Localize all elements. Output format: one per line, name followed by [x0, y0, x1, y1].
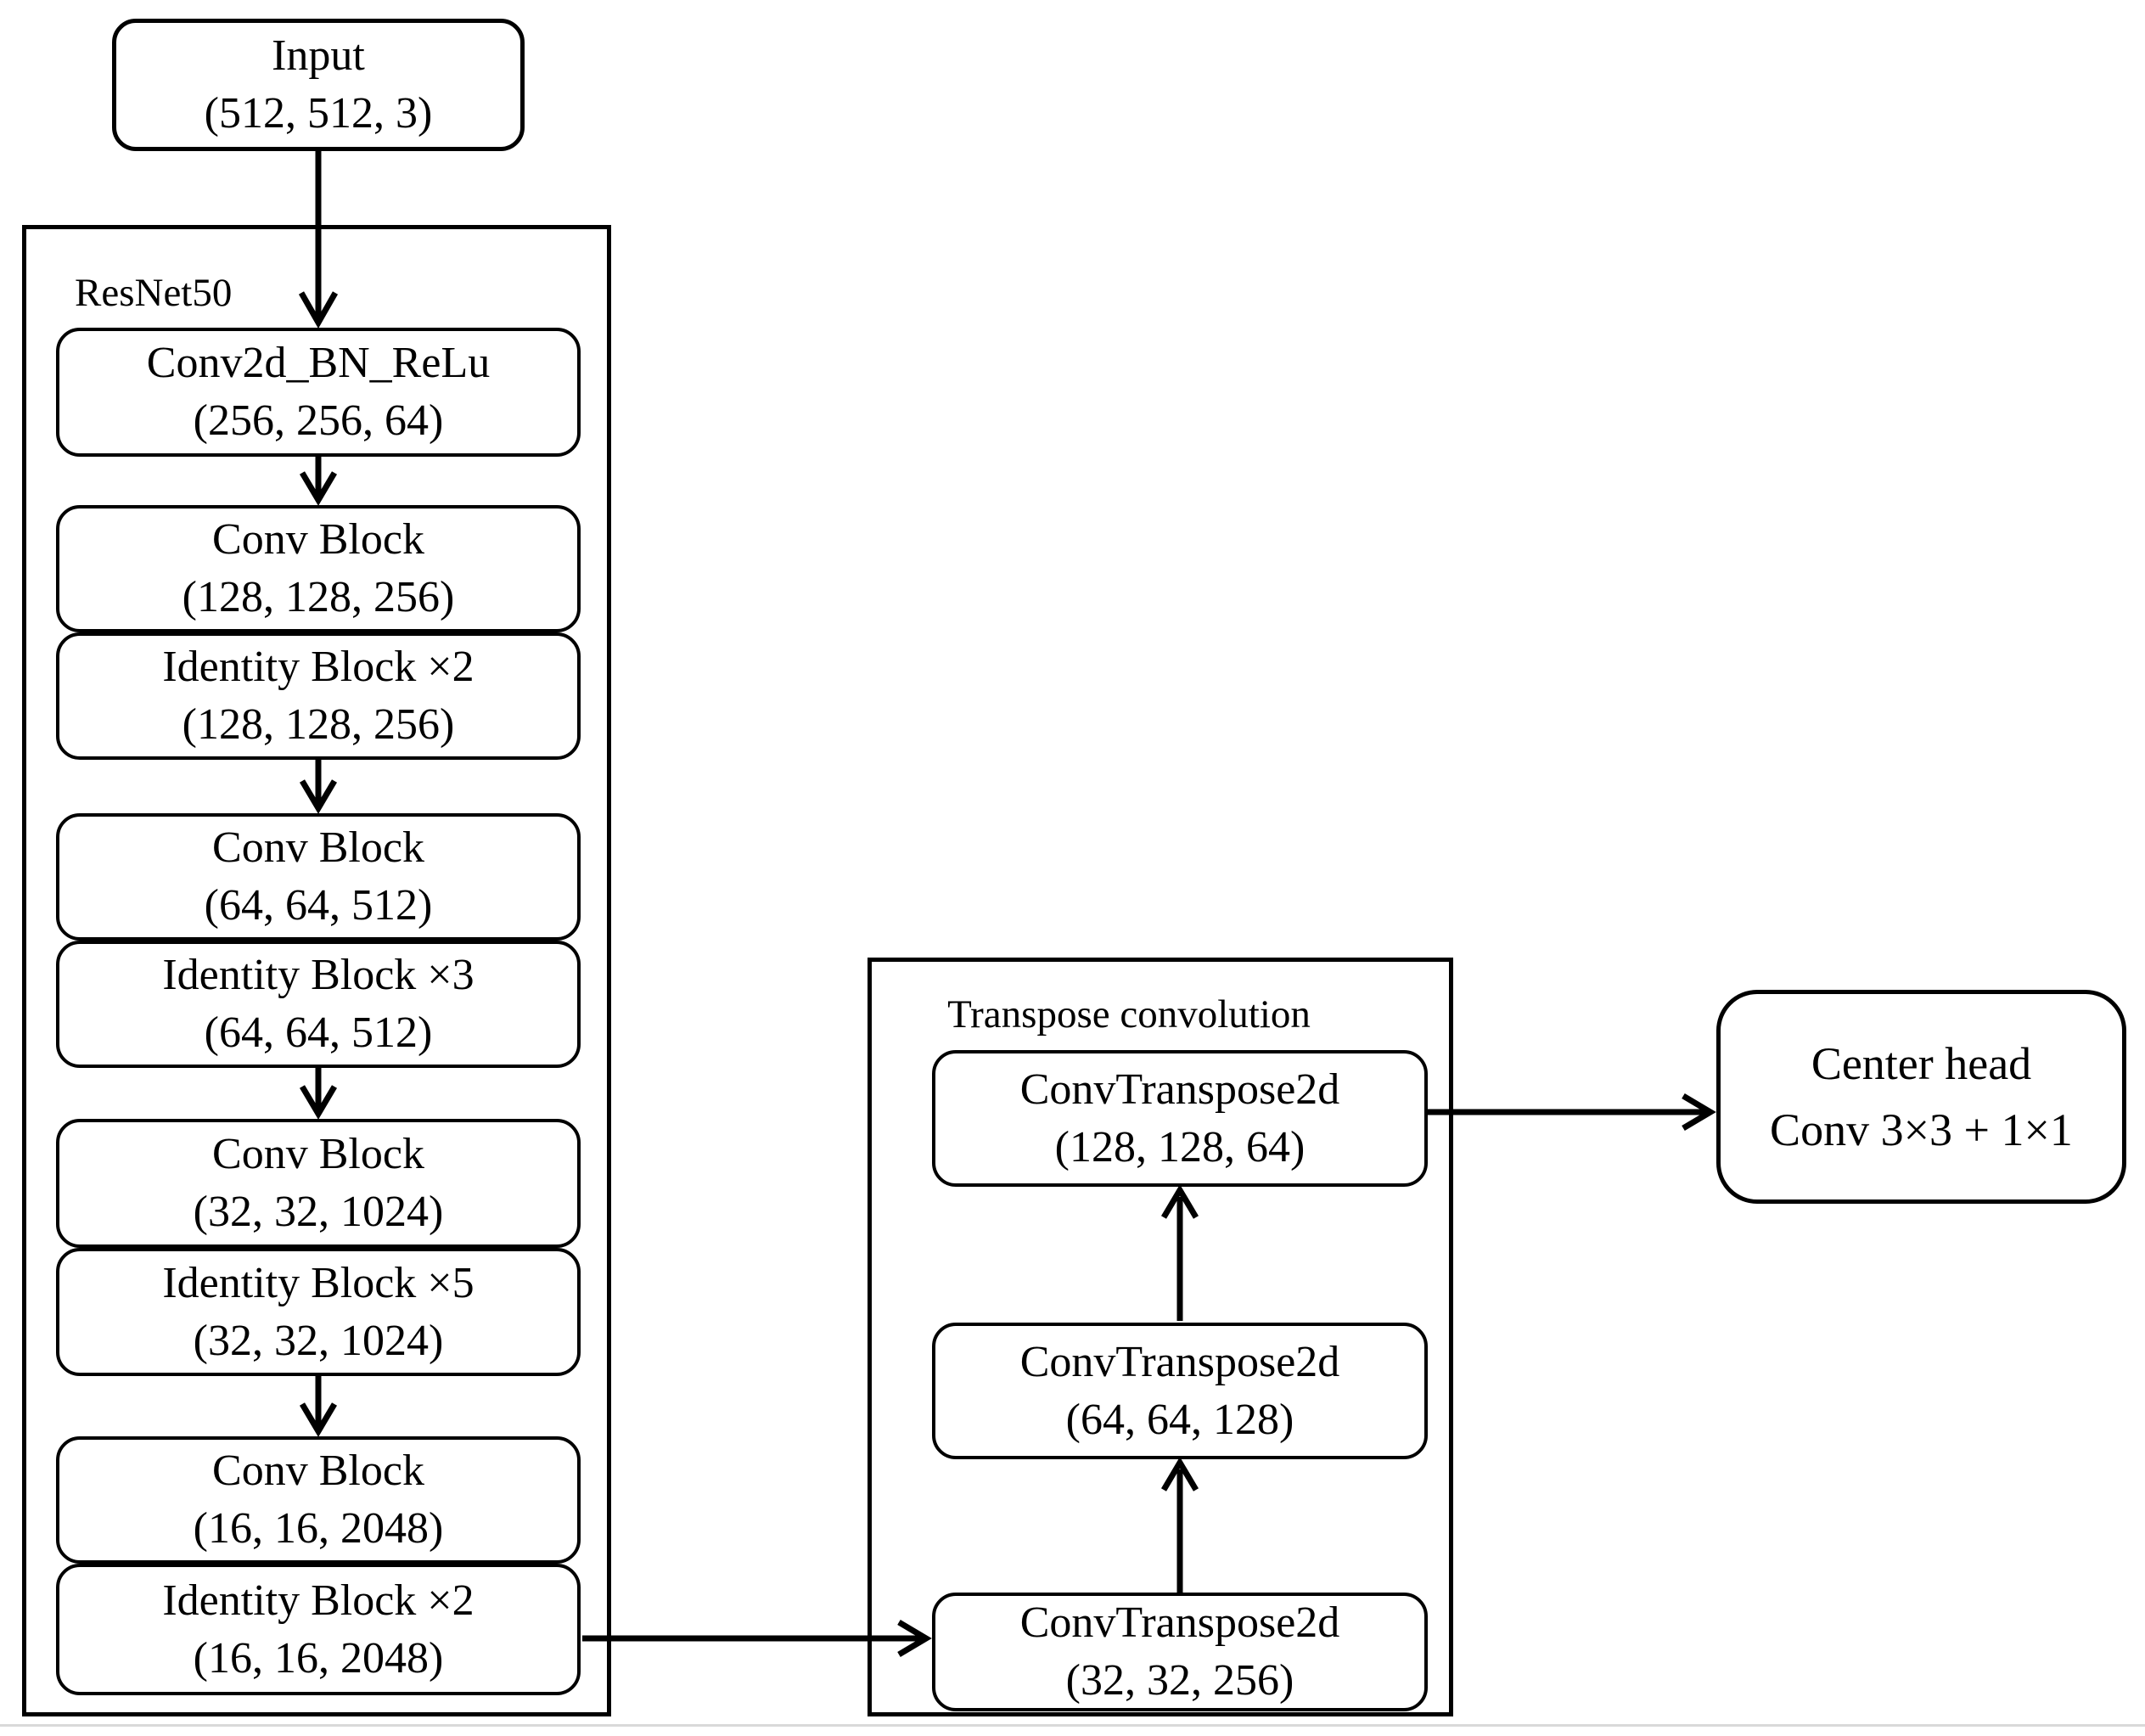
block-title: Conv Block — [212, 515, 424, 565]
block-shape: (16, 16, 2048) — [193, 1504, 444, 1553]
block-conv-16: Conv Block (16, 16, 2048) — [56, 1436, 581, 1564]
block-conv2d-bn-relu: Conv2d_BN_ReLu (256, 256, 64) — [56, 328, 581, 457]
input-shape: (512, 512, 3) — [204, 89, 433, 138]
transpose-container — [868, 958, 1453, 1716]
block-convtranspose-64: ConvTranspose2d (64, 64, 128) — [932, 1323, 1428, 1459]
block-shape: (64, 64, 512) — [204, 1008, 433, 1057]
block-title: ConvTranspose2d — [1019, 1598, 1340, 1648]
arrow-transpose-to-centerhead — [1428, 1093, 1716, 1132]
center-head-title: Center head — [1811, 1037, 2032, 1089]
center-head-box: Center head Conv 3×3 + 1×1 — [1716, 990, 2126, 1204]
page-edge-line — [0, 1724, 2145, 1727]
block-convtranspose-128: ConvTranspose2d (128, 128, 64) — [932, 1050, 1428, 1187]
block-shape: (128, 128, 64) — [1054, 1122, 1306, 1171]
block-title: ConvTranspose2d — [1019, 1065, 1340, 1114]
block-title: Identity Block ×3 — [162, 951, 474, 1000]
block-title: Conv Block — [212, 823, 424, 873]
block-title: Identity Block ×2 — [162, 1576, 474, 1625]
block-identity-x2-128: Identity Block ×2 (128, 128, 256) — [56, 632, 581, 760]
block-shape: (128, 128, 256) — [182, 700, 455, 749]
input-title: Input — [272, 31, 365, 81]
block-shape: (16, 16, 2048) — [193, 1633, 444, 1683]
block-shape: (32, 32, 1024) — [193, 1316, 444, 1365]
block-title: Conv Block — [212, 1447, 424, 1496]
block-shape: (32, 32, 256) — [1065, 1656, 1294, 1705]
block-title: Conv Block — [212, 1130, 424, 1179]
block-identity-x2-16: Identity Block ×2 (16, 16, 2048) — [56, 1564, 581, 1695]
block-conv-32: Conv Block (32, 32, 1024) — [56, 1119, 581, 1248]
block-identity-x5-32: Identity Block ×5 (32, 32, 1024) — [56, 1248, 581, 1376]
center-head-subtitle: Conv 3×3 + 1×1 — [1770, 1104, 2073, 1155]
block-identity-x3-64: Identity Block ×3 (64, 64, 512) — [56, 941, 581, 1068]
block-shape: (256, 256, 64) — [193, 396, 444, 445]
block-shape: (128, 128, 256) — [182, 573, 455, 621]
block-title: ConvTranspose2d — [1019, 1337, 1340, 1386]
block-title: Conv2d_BN_ReLu — [146, 339, 491, 388]
resnet50-label: ResNet50 — [75, 271, 233, 315]
block-shape: (64, 64, 512) — [204, 881, 433, 930]
block-shape: (64, 64, 128) — [1065, 1395, 1294, 1444]
block-title: Identity Block ×5 — [162, 1258, 474, 1307]
block-conv-128: Conv Block (128, 128, 256) — [56, 505, 581, 632]
block-conv-64: Conv Block (64, 64, 512) — [56, 813, 581, 941]
block-shape: (32, 32, 1024) — [193, 1188, 444, 1236]
input-box: Input (512, 512, 3) — [112, 19, 525, 151]
transpose-label: Transpose convolution — [947, 992, 1311, 1037]
block-title: Identity Block ×2 — [162, 643, 474, 692]
block-convtranspose-32: ConvTranspose2d (32, 32, 256) — [932, 1593, 1428, 1711]
